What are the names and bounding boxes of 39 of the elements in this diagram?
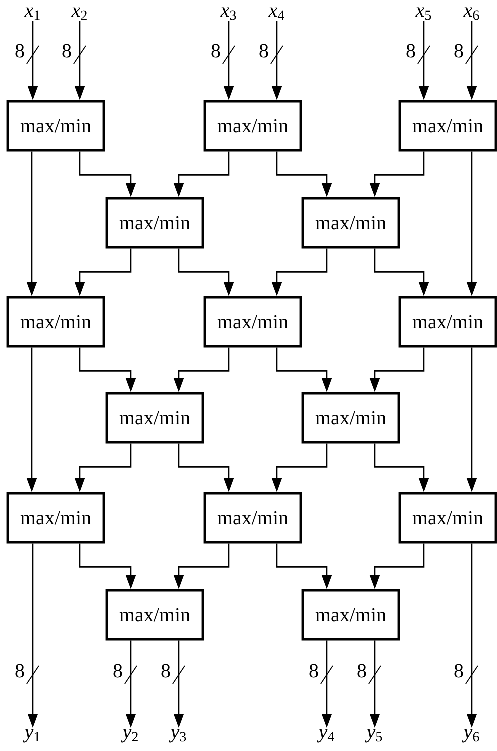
edge-label: 8: [406, 44, 416, 58]
edge-label: 8: [358, 664, 366, 678]
comparator-box: max/min: [204, 492, 302, 544]
output-label: y$_{4}$: [317, 729, 334, 743]
edge-label: 8: [212, 44, 220, 58]
edge-label: 8: [162, 664, 170, 678]
input-label: x$_{4}$: [268, 8, 284, 20]
input-label: x$_{3}$: [220, 8, 236, 20]
edge-label: 8: [62, 44, 72, 58]
comparator-box: max/min: [302, 589, 400, 641]
output-label: y$_{6}$: [462, 729, 480, 743]
comparator-box: max/min: [204, 100, 302, 152]
input-label: x$_{5}$: [416, 8, 432, 20]
input-label: x$_{1}$: [24, 8, 40, 20]
output-label: y$_{2}$: [121, 729, 138, 743]
comparator-box: max/min: [106, 197, 204, 249]
comparator-box: max/min: [398, 100, 497, 152]
input-label: x$_{6}$: [464, 8, 480, 20]
comparator-box: max/min: [302, 197, 400, 249]
comparator-box: max/min: [106, 589, 204, 641]
output-label: y$_{1}$: [23, 729, 40, 743]
comparator-box: max/min: [302, 392, 400, 444]
edge-label: 8: [454, 664, 464, 678]
comparator-box: max/min: [204, 296, 302, 348]
output-label: y$_{3}$: [169, 729, 186, 743]
comparator-box: max/min: [6, 492, 106, 544]
edge-label: 8: [16, 44, 24, 58]
comparator-box: max/min: [6, 296, 106, 348]
edge-label: 8: [260, 44, 268, 58]
input-label: x$_{2}$: [72, 8, 87, 20]
output-label: y$_{5}$: [365, 729, 382, 743]
comparator-box: max/min: [6, 100, 106, 152]
edge-label: 8: [310, 664, 318, 678]
edge-label: 8: [454, 44, 464, 58]
comparator-box: max/min: [398, 296, 497, 348]
edge-label: 8: [16, 664, 24, 678]
edge-label: 8: [114, 664, 122, 678]
comparator-box: max/min: [398, 492, 497, 544]
comparator-box: max/min: [106, 392, 204, 444]
